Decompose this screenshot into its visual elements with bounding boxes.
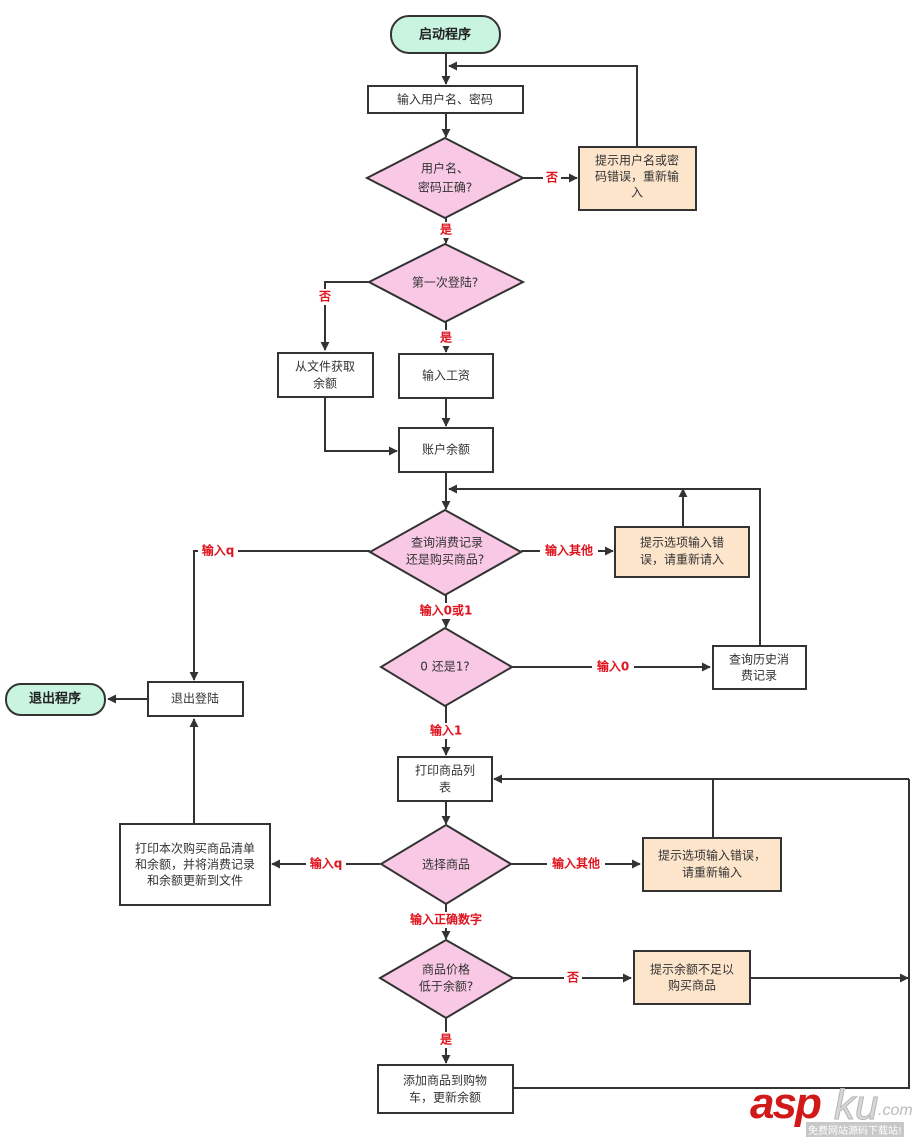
svg-text:车，更新余额: 车，更新余额 bbox=[409, 1090, 481, 1105]
edge-label-select-number: 输入正确数字 bbox=[402, 912, 490, 928]
svg-text:0 还是1?: 0 还是1? bbox=[420, 660, 469, 674]
edge-first-login-no bbox=[320, 281, 369, 351]
edge-label-first-yes: 是 bbox=[437, 330, 455, 346]
edge-label-price-yes: 是 bbox=[437, 1032, 455, 1048]
svg-text:否: 否 bbox=[318, 290, 331, 304]
node-option-error-2: 提示选项输入错误， 请重新输入 bbox=[642, 837, 782, 892]
node-price-check: 商品价格 低于余额? bbox=[378, 938, 515, 1020]
watermark-brand-asp: asp bbox=[750, 1079, 822, 1128]
node-credentials-error: 提示用户名或密 码错误，重新输 入 bbox=[578, 146, 697, 211]
edge-label-choose-1: 输入1 bbox=[425, 723, 467, 739]
svg-text:输入1: 输入1 bbox=[430, 723, 462, 738]
svg-text:提示余额不足以: 提示余额不足以 bbox=[650, 962, 734, 977]
node-check-credentials: 用户名、 密码正确? bbox=[364, 136, 526, 220]
svg-text:选择商品: 选择商品 bbox=[422, 857, 470, 872]
svg-text:请重新输入: 请重新输入 bbox=[682, 865, 742, 880]
node-query-history: 查询历史消 费记录 bbox=[712, 645, 807, 690]
svg-text:输入0或1: 输入0或1 bbox=[420, 603, 473, 618]
edge-label-choose-0: 输入0 bbox=[592, 659, 634, 675]
edge-load-to-balance bbox=[324, 397, 398, 456]
node-print-products: 打印商品列 表 bbox=[397, 756, 493, 802]
svg-text:入: 入 bbox=[631, 186, 643, 200]
node-add-to-cart: 添加商品到购物 车，更新余额 bbox=[377, 1064, 514, 1114]
svg-text:提示用户名或密: 提示用户名或密 bbox=[595, 153, 679, 168]
svg-text:商品价格: 商品价格 bbox=[422, 962, 470, 977]
svg-text:退出程序: 退出程序 bbox=[29, 691, 81, 707]
edge-query-q bbox=[189, 550, 370, 681]
svg-text:余额: 余额 bbox=[313, 376, 337, 391]
svg-text:还是购买商品?: 还是购买商品? bbox=[406, 552, 484, 567]
svg-text:否: 否 bbox=[566, 971, 579, 985]
edge-label-cred-no: 否 bbox=[543, 170, 561, 186]
svg-text:输入q: 输入q bbox=[310, 856, 343, 871]
node-print-receipt: 打印本次购买商品清单 和余额，并将消费记录 和余额更新到文件 bbox=[119, 823, 271, 906]
edge-label-cred-yes: 是 bbox=[437, 222, 455, 238]
svg-text:密码正确?: 密码正确? bbox=[418, 180, 472, 195]
svg-text:打印本次购买商品清单: 打印本次购买商品清单 bbox=[135, 841, 255, 856]
svg-text:费记录: 费记录 bbox=[741, 669, 777, 683]
svg-text:打印商品列: 打印商品列 bbox=[415, 763, 475, 778]
node-insufficient-balance: 提示余额不足以 购买商品 bbox=[633, 950, 751, 1005]
svg-text:提示选项输入错: 提示选项输入错 bbox=[640, 535, 724, 550]
watermark-tagline: 免费网站源码下载站! bbox=[806, 1122, 905, 1137]
edge-history-back bbox=[448, 484, 761, 645]
svg-text:账户余额: 账户余额 bbox=[422, 442, 470, 457]
node-exit: 退出程序 bbox=[5, 683, 106, 716]
node-start: 启动程序 bbox=[390, 15, 501, 54]
svg-text:误，请重新请入: 误，请重新请入 bbox=[640, 552, 724, 567]
svg-text:输入其他: 输入其他 bbox=[545, 543, 593, 558]
svg-text:是: 是 bbox=[439, 1033, 453, 1047]
svg-text:退出登陆: 退出登陆 bbox=[171, 691, 219, 706]
edge-label-select-q: 输入q bbox=[306, 856, 346, 872]
svg-text:查询历史消: 查询历史消 bbox=[729, 653, 789, 667]
edge-label-price-no: 否 bbox=[564, 970, 582, 986]
svg-text:输入工资: 输入工资 bbox=[422, 368, 470, 383]
svg-text:码错误，重新输: 码错误，重新输 bbox=[595, 169, 679, 184]
svg-text:否: 否 bbox=[545, 171, 558, 185]
svg-text:查询消费记录: 查询消费记录 bbox=[411, 536, 483, 550]
svg-text:和余额更新到文件: 和余额更新到文件 bbox=[147, 873, 243, 888]
edge-label-query-other: 输入其他 bbox=[540, 543, 598, 559]
svg-text:表: 表 bbox=[439, 781, 451, 795]
svg-text:和余额，并将消费记录: 和余额，并将消费记录 bbox=[135, 857, 255, 872]
svg-text:购买商品: 购买商品 bbox=[668, 978, 716, 993]
edge-error-back-to-input bbox=[448, 61, 638, 148]
node-input-credentials: 输入用户名、密码 bbox=[367, 85, 524, 114]
node-option-error-1: 提示选项输入错 误，请重新请入 bbox=[614, 526, 750, 578]
svg-text:是: 是 bbox=[439, 223, 453, 237]
edge-label-first-no: 否 bbox=[316, 289, 334, 305]
svg-text:启动程序: 启动程序 bbox=[419, 27, 471, 43]
node-logout: 退出登陆 bbox=[147, 681, 244, 717]
svg-text:输入其他: 输入其他 bbox=[552, 856, 600, 871]
node-load-balance: 从文件获取 余额 bbox=[277, 352, 374, 398]
node-input-salary: 输入工资 bbox=[398, 353, 494, 399]
svg-text:是: 是 bbox=[439, 331, 453, 345]
node-query-or-buy: 查询消费记录 还是购买商品? bbox=[367, 508, 524, 597]
edge-label-query-01: 输入0或1 bbox=[414, 603, 478, 619]
watermark-logo: asp ku .com 免费网站源码下载站! bbox=[750, 1082, 920, 1140]
node-select-product: 选择商品 bbox=[379, 823, 513, 906]
svg-text:输入正确数字: 输入正确数字 bbox=[410, 912, 482, 927]
edge-label-select-other: 输入其他 bbox=[547, 856, 605, 872]
edge-label-query-q: 输入q bbox=[198, 543, 238, 559]
svg-text:输入0: 输入0 bbox=[597, 659, 629, 674]
svg-text:从文件获取: 从文件获取 bbox=[295, 359, 355, 374]
node-zero-or-one: 0 还是1? bbox=[379, 626, 514, 708]
svg-text:输入用户名、密码: 输入用户名、密码 bbox=[397, 92, 493, 107]
svg-text:用户名、: 用户名、 bbox=[421, 161, 469, 176]
svg-text:第一次登陆?: 第一次登陆? bbox=[412, 275, 478, 290]
svg-text:低于余额?: 低于余额? bbox=[419, 979, 473, 994]
svg-text:输入q: 输入q bbox=[202, 543, 235, 558]
watermark-brand-ku: ku bbox=[833, 1081, 879, 1128]
watermark-domain: .com bbox=[878, 1102, 913, 1119]
svg-text:提示选项输入错误，: 提示选项输入错误， bbox=[658, 848, 766, 863]
node-account-balance: 账户余额 bbox=[398, 427, 494, 473]
node-first-login: 第一次登陆? bbox=[366, 242, 526, 324]
edge-cart-to-right bbox=[514, 779, 910, 1089]
svg-text:添加商品到购物: 添加商品到购物 bbox=[403, 1073, 487, 1088]
